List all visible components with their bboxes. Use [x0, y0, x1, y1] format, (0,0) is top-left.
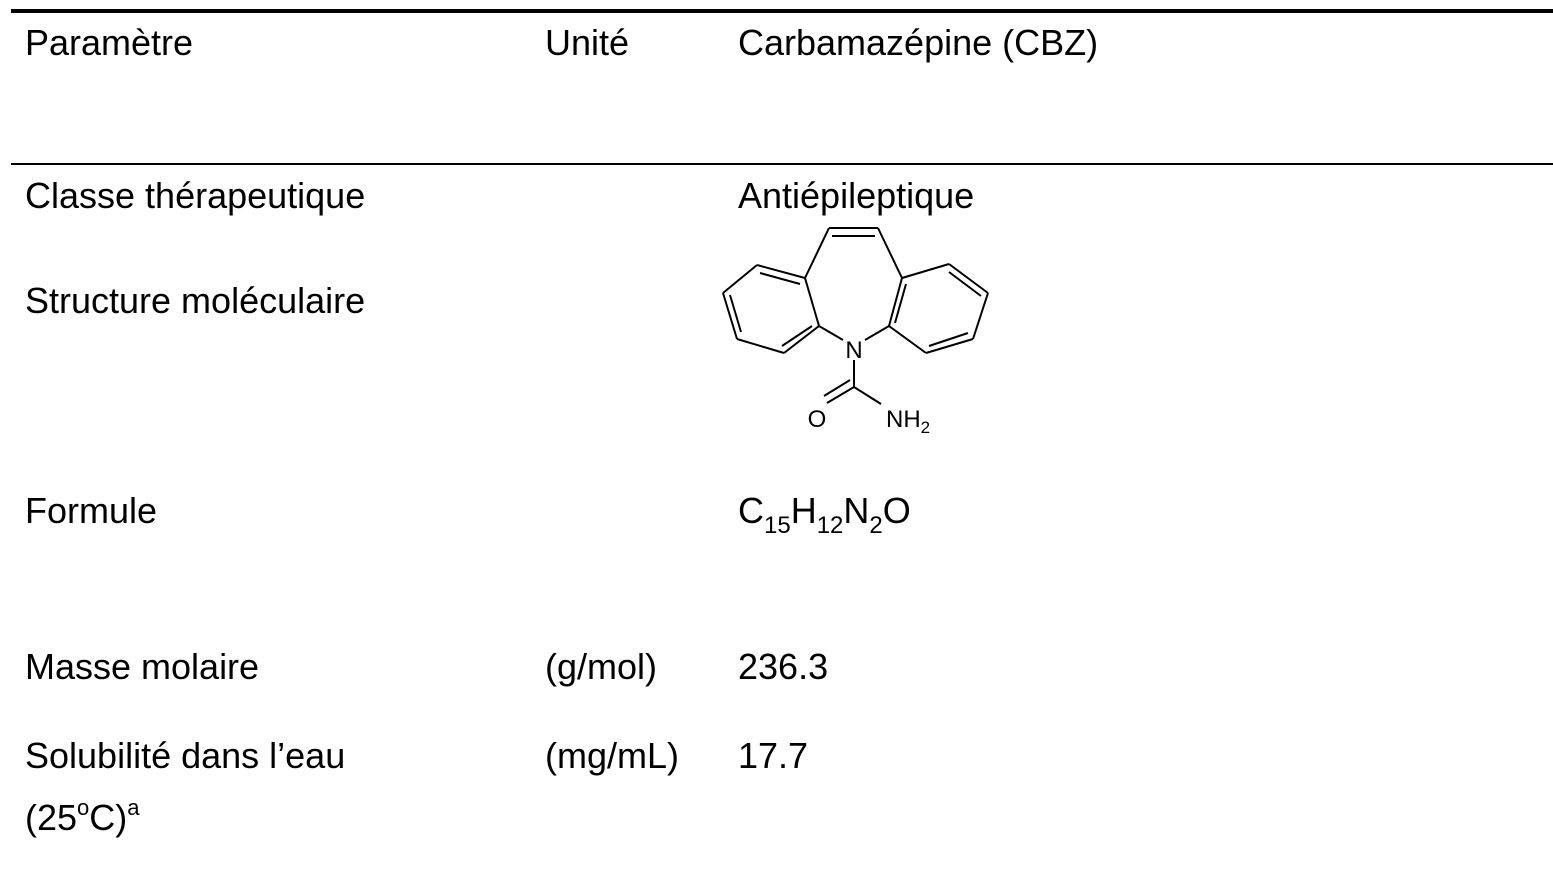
label-formule: Formule	[25, 490, 158, 531]
label-classe-therapeutique: Classe thérapeutique	[25, 175, 366, 216]
atom-label-nh: NH	[886, 406, 921, 433]
header-bottom-rule	[11, 163, 1553, 165]
solubilite-footnote-sup: a	[127, 795, 140, 820]
solubilite-temp-prefix: (25	[25, 797, 78, 838]
molecule-bonds	[722, 227, 989, 405]
table-top-rule	[11, 9, 1553, 13]
header-compound: Carbamazépine (CBZ)	[738, 22, 1099, 63]
value-formule: C15H12N2O	[738, 490, 911, 538]
formula-o: O	[882, 490, 911, 531]
formula-c-subscript: 15	[764, 512, 791, 539]
label-solubilite-line1: Solubilité dans l’eau	[25, 735, 346, 776]
carbamazepine-structure-diagram: N O NH2	[722, 227, 989, 437]
solubilite-degree-sup: o	[77, 795, 90, 820]
formula-c: C	[738, 490, 764, 531]
atom-label-nh2: NH2	[886, 406, 930, 437]
atom-label-o: O	[808, 406, 827, 433]
formula-h: H	[790, 490, 817, 531]
value-masse-molaire: 236.3	[738, 646, 829, 687]
unit-masse-molaire: (g/mol)	[545, 646, 658, 687]
header-unite: Unité	[545, 22, 630, 63]
label-masse-molaire: Masse molaire	[25, 646, 260, 687]
label-solubilite-line2: (25oC)a	[25, 797, 140, 839]
atom-label-n: N	[845, 337, 862, 364]
header-parametre: Paramètre	[25, 22, 194, 63]
formula-h-subscript: 12	[816, 512, 844, 539]
label-structure-moleculaire: Structure moléculaire	[25, 280, 366, 321]
solubilite-temp-unit: C)	[89, 797, 128, 838]
formula-n-subscript: 2	[869, 512, 883, 539]
formula-n: N	[843, 490, 870, 531]
value-solubilite: 17.7	[738, 735, 809, 776]
value-classe-therapeutique: Antiépileptique	[738, 175, 975, 216]
unit-solubilite: (mg/mL)	[545, 735, 679, 776]
atom-label-nh2-subscript: 2	[921, 418, 930, 437]
